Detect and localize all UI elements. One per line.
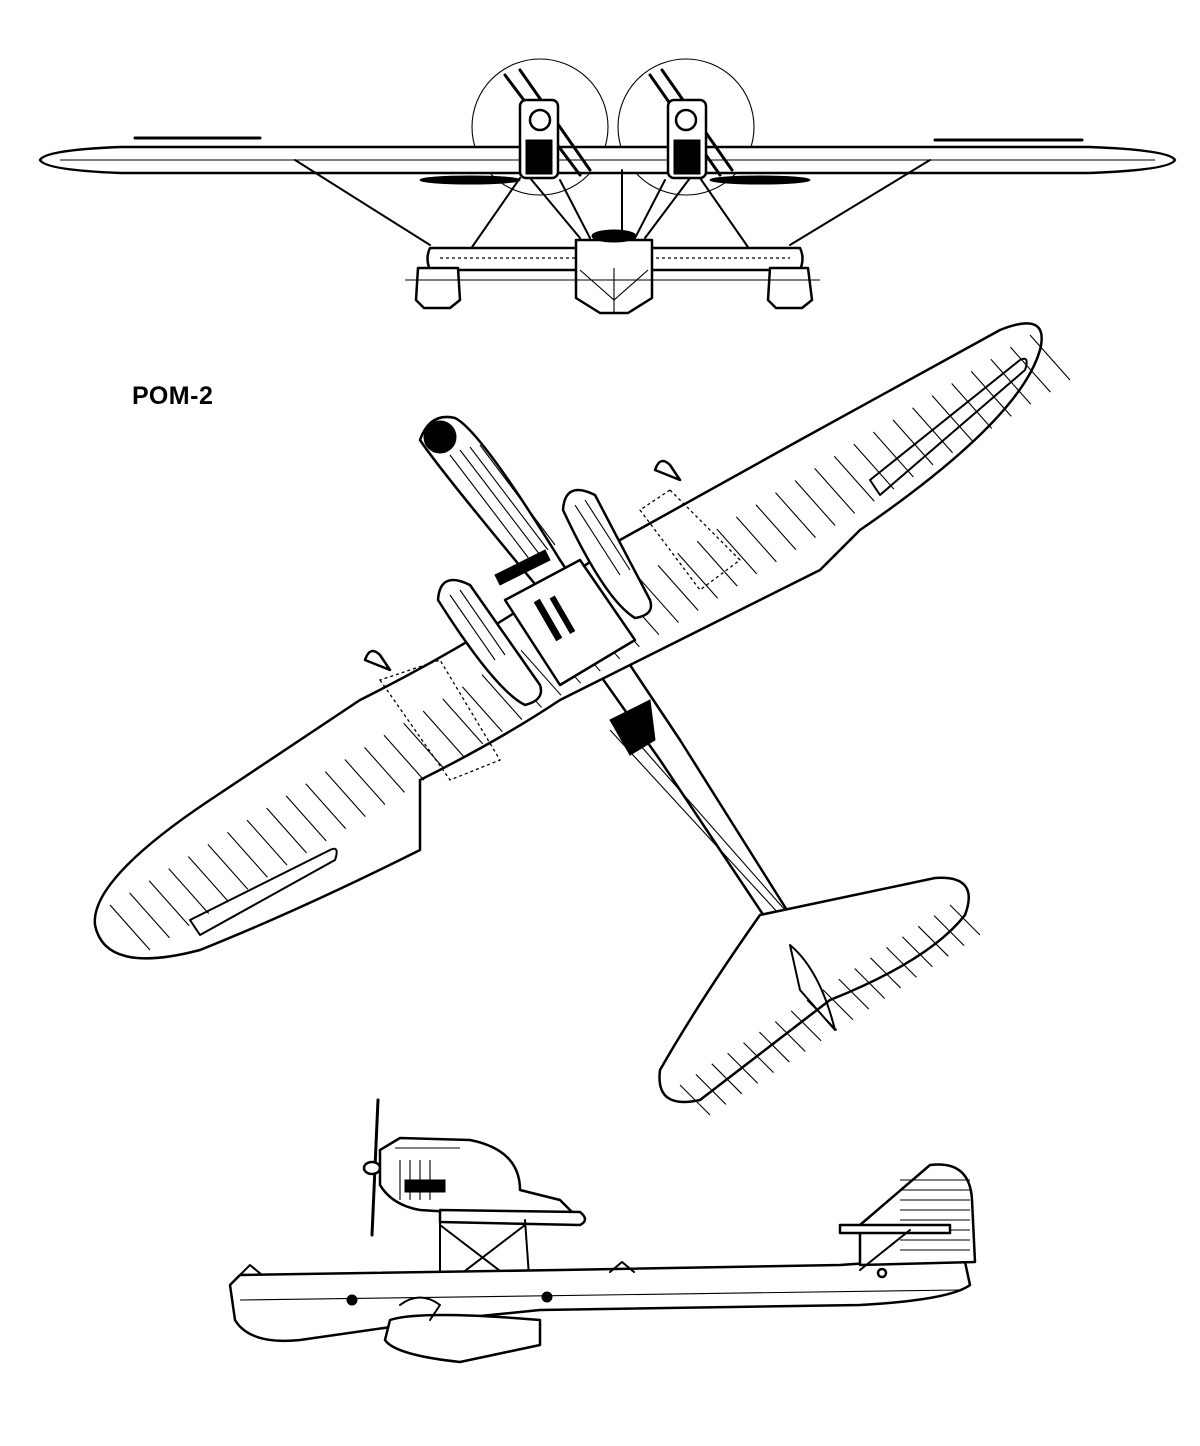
side-view [228,1098,977,1364]
left-float [414,266,462,310]
front-view [38,58,1177,315]
sponson-side [383,1313,542,1364]
left-aileron-plan [189,847,338,936]
tailplane-plan [658,876,970,1104]
right-float [766,266,814,310]
left-engine-nacelle [436,578,543,707]
left-propeller-disc [471,58,609,196]
right-aileron-plan [869,357,1028,496]
right-propeller-disc [617,58,755,196]
aircraft-designation-label: РОМ-2 [132,382,214,410]
hull-side [228,1256,972,1342]
plan-view [93,322,1071,1116]
